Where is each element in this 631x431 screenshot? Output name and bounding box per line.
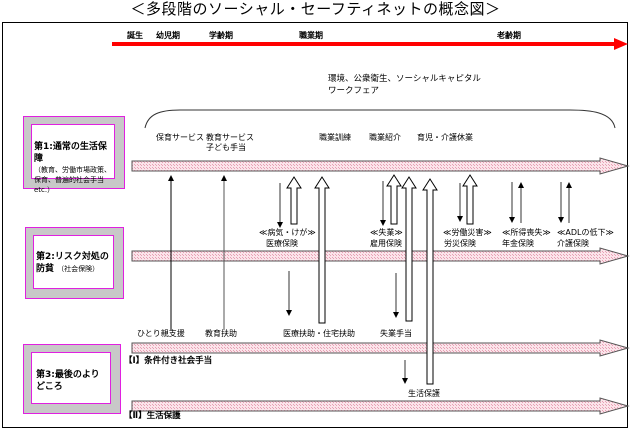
benefit-single-parent: ひとり親支援 xyxy=(137,329,185,338)
tier1-band xyxy=(131,157,630,175)
hollow-arrow-up-work-accident xyxy=(462,174,478,225)
benefit-unemployment-allowance: 失業手当 xyxy=(380,329,412,338)
arrow-up-pension xyxy=(518,182,524,223)
tier3-box: 第3:最後のよりどころ xyxy=(23,344,121,414)
stage-old-age: 老齢期 xyxy=(497,31,521,40)
insurance-medical: 医療保険 xyxy=(266,239,298,248)
tier2-title: 第2:リスク対処の防貧 xyxy=(36,252,109,274)
tier3-band-welfare xyxy=(131,397,630,415)
arrow-down-unemployment xyxy=(380,181,386,226)
environment-line1: 環境、公衆衛生、ソーシャルキャピタル xyxy=(328,74,481,84)
tier1-box: 第1:通常の生活保障 （教育、労働市場政策、保育、普遍的社会手当 etc.） xyxy=(23,116,125,194)
hollow-arrow-up-medical xyxy=(286,176,302,225)
arrow-down-medical-aid xyxy=(286,271,292,316)
environment-bracket xyxy=(144,109,616,129)
arrow-down-pension xyxy=(509,182,515,223)
stage-working-age: 職業期 xyxy=(299,31,323,40)
environment-line2: ワークフェア xyxy=(328,86,380,96)
arrow-down-livelihood xyxy=(402,360,408,384)
benefit-livelihood: 生活保護 xyxy=(408,389,440,398)
diagram-frame xyxy=(2,22,628,428)
risk-illness: ≪病気・けが≫ xyxy=(259,228,316,237)
tier1-title: 第1:通常の生活保障 xyxy=(34,142,107,164)
service-education: 教育サービス xyxy=(206,133,254,142)
risk-unemployment: ≪失業≫ xyxy=(370,228,403,237)
tier2-band xyxy=(131,247,630,265)
hollow-arrow-up-livelihood xyxy=(422,178,438,385)
tier1-subtitle: （教育、労働市場政策、保育、普遍的社会手当 etc.） xyxy=(34,166,111,194)
insurance-work-accident: 労災保険 xyxy=(444,239,476,248)
arrow-down-care xyxy=(558,182,564,223)
tier2-subtitle: （社会保険） xyxy=(57,265,100,273)
arrow-up-single-parent xyxy=(168,175,174,330)
arrow-down-medical xyxy=(277,183,283,228)
hollow-arrow-up-unemployment-allowance xyxy=(401,176,417,322)
tier2-box: 第2:リスク対処の防貧 （社会保険） xyxy=(25,227,124,299)
diagram-title: ＜多段階のソーシャル・セーフティネットの概念図＞ xyxy=(130,0,501,18)
insurance-pension: 年金保険 xyxy=(502,239,534,248)
arrow-down-work-accident xyxy=(457,183,463,222)
arrow-up-care xyxy=(566,182,572,223)
risk-adl-decline: ≪ADLの低下≫ xyxy=(557,228,614,237)
risk-income-loss: ≪所得喪失≫ xyxy=(502,228,551,237)
service-job-training: 職業訓練 xyxy=(319,133,351,142)
tier3-band-conditional xyxy=(131,339,630,357)
service-child-allowance: 子ども手当 xyxy=(206,143,246,152)
hollow-arrow-up-unemployment xyxy=(386,174,402,225)
service-job-placement: 職業紹介 xyxy=(369,133,401,142)
stage-school-age: 学齢期 xyxy=(209,31,233,40)
lane-label-welfare: 【Ⅱ】生活保護 xyxy=(124,411,181,421)
service-childcare-care-leave: 育児・介護休業 xyxy=(417,133,473,142)
stage-infancy: 幼児期 xyxy=(156,31,180,40)
timeline-arrow xyxy=(112,38,628,50)
hollow-arrow-up-medical-housing-aid xyxy=(314,176,330,324)
arrow-up-education-aid xyxy=(221,175,227,330)
benefit-medical-housing-aid: 医療扶助・住宅扶助 xyxy=(283,329,355,338)
insurance-long-term-care: 介護保険 xyxy=(557,239,589,248)
stage-birth: 誕生 xyxy=(127,31,143,40)
insurance-employment: 雇用保険 xyxy=(370,239,402,248)
service-childcare: 保育サービス xyxy=(156,133,204,142)
arrow-down-unemployment-allowance xyxy=(393,273,399,318)
lane-label-conditional: 【Ⅰ】条件付き社会手当 xyxy=(124,356,213,366)
tier3-title: 第3:最後のよりどころ xyxy=(36,370,100,392)
risk-work-accident: ≪労働災害≫ xyxy=(443,228,492,237)
benefit-education-aid: 教育扶助 xyxy=(205,329,237,338)
